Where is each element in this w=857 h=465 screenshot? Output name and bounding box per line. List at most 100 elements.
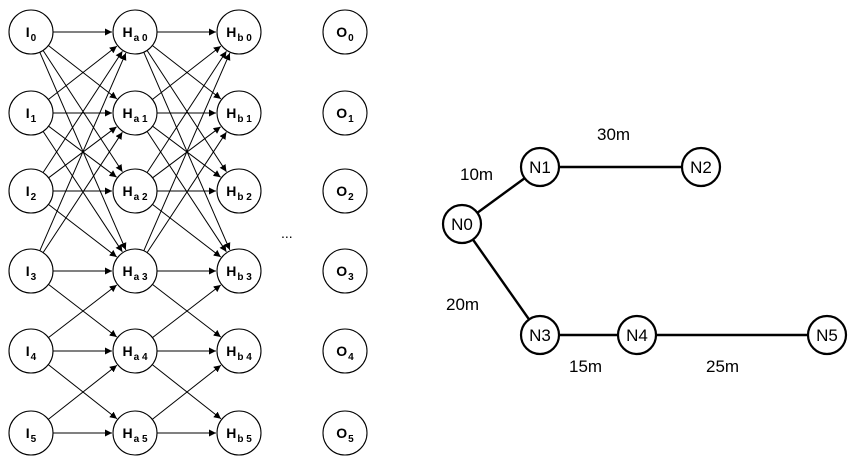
network-node-circle [680,146,722,188]
hidden-a-label: Ha 4 [122,343,147,363]
output-label-main: O [336,425,347,441]
network-node-label: N1 [529,158,551,177]
input-node-1: I1 [8,90,54,136]
hidden-a-label-main: H [122,263,132,279]
output-label: O2 [336,183,354,203]
output-circle [322,9,368,55]
edge-ha1-hb0 [152,45,222,100]
network-node-circle [806,314,848,356]
hidden-a-label-sub: a 2 [134,192,148,203]
distance-label-n3-n4: 15m [569,357,602,376]
hidden-a-node-1: Ha 1 [112,90,158,136]
hidden-a-label-main: H [122,105,132,121]
hidden-b-label-main: H [226,263,236,279]
hidden-a-label: Ha 3 [122,263,147,283]
output-circle [322,168,368,214]
hidden-b-node-2: Hb 2 [216,168,262,214]
network-node-n2: N2 [680,146,722,188]
hidden-b-node-3: Hb 3 [216,248,262,294]
hidden-a-circle [112,9,158,55]
output-circle [322,410,368,456]
hidden-b-circle [216,168,262,214]
input-node-5: I5 [8,410,54,456]
edge-ha4-hb3 [152,284,222,338]
hidden-b-label-main: H [226,105,236,121]
edge-i2-ha0 [42,50,123,173]
hidden-b-label-sub: b 4 [237,352,252,363]
input-label-sub: 0 [31,33,37,44]
input-node-0: I0 [8,9,54,55]
hidden-a-label: Ha 2 [122,183,147,203]
output-label-sub: 5 [348,434,354,445]
output-circle [322,328,368,374]
network-node-circle [519,146,561,188]
input-label: I4 [26,343,37,363]
hidden-b-label: Hb 2 [226,183,252,203]
input-label-sub: 2 [31,192,37,203]
distance-label-n0-n1: 10m [460,165,493,184]
edge-i5-ha4 [47,364,118,420]
hidden-b-label: Hb 4 [226,343,252,363]
input-circle [8,9,54,55]
output-label-main: O [336,24,347,40]
hidden-b-label-main: H [226,24,236,40]
input-circle [8,328,54,374]
input-label-sub: 1 [31,114,37,125]
nn-edges [39,28,231,437]
output-label-sub: 1 [348,114,354,125]
output-label-sub: 4 [348,352,354,363]
hidden-a-label-sub: a 5 [134,434,148,445]
hidden-b-circle [216,248,262,294]
hidden-a-circle [112,248,158,294]
output-label: O4 [336,343,354,363]
edge-ha2-hb0 [146,50,227,173]
input-node-2: I2 [8,168,54,214]
hidden-a-node-0: Ha 0 [112,9,158,55]
edge-i1-ha0 [48,45,118,100]
distance-label-n4-n5: 25m [706,357,739,376]
input-circle [8,410,54,456]
edge-ha2-hb3 [152,204,222,258]
link-n0-n3 [461,223,541,336]
network-node-label: N5 [816,326,838,345]
output-circle [322,90,368,136]
input-label: I2 [26,183,37,203]
hidden-a-node-2: Ha 2 [112,168,158,214]
hidden-a-label: Ha 0 [122,24,147,44]
output-label: O5 [336,425,354,445]
hidden-b-label: Hb 0 [226,24,252,44]
hidden-a-label-main: H [122,183,132,199]
hidden-a-circle [112,410,158,456]
input-label-main: I [26,425,30,441]
output-label-sub: 2 [348,192,354,203]
output-node-3: O3 [322,248,368,294]
hidden-a-node-3: Ha 3 [112,248,158,294]
output-label-main: O [336,183,347,199]
hidden-a-circle [112,168,158,214]
hidden-b-label-main: H [226,425,236,441]
hidden-b-node-5: Hb 5 [216,410,262,456]
hidden-a-label: Ha 5 [122,425,147,445]
input-node-3: I3 [8,248,54,294]
network-node-label: N4 [626,326,648,345]
network-node-circle [441,203,483,245]
input-label-main: I [26,24,30,40]
hidden-b-node-1: Hb 1 [216,90,262,136]
input-label-sub: 3 [31,272,37,283]
hidden-b-label: Hb 5 [226,425,252,445]
edge-i3-ha0 [39,52,127,252]
hidden-b-label-sub: b 5 [237,434,252,445]
input-label: I5 [26,425,37,445]
network-node-n1: N1 [519,146,561,188]
hidden-a-label-main: H [122,343,132,359]
hidden-b-node-0: Hb 0 [216,9,262,55]
hidden-a-label-sub: a 1 [134,114,148,125]
input-circle [8,90,54,136]
hidden-b-label-sub: b 3 [237,272,252,283]
output-label-main: O [336,343,347,359]
edge-ha5-hb4 [151,364,222,420]
